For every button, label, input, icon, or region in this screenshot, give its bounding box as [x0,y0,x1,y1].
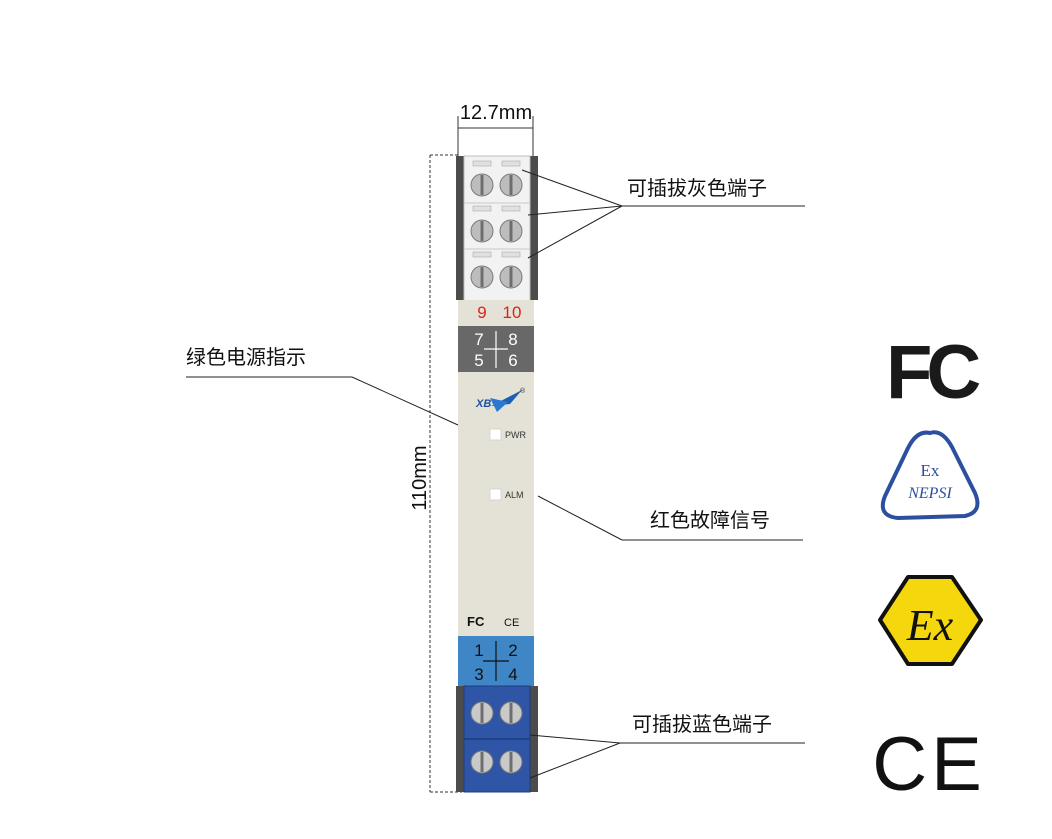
atex-logo: Ex [878,575,983,666]
alarm-led-label: ALM [505,490,524,500]
terminal-map-3: 3 [474,665,483,684]
nepsi-text: NEPSI [907,485,952,502]
registered-mark: ® [520,387,526,395]
callout-red-fault-label: 红色故障信号 [650,508,770,532]
nepsi-ex-text: Ex [921,461,940,480]
power-led-label: PWR [505,430,526,440]
height-dimension: 110mm [409,154,462,793]
nepsi-logo: Ex NEPSI [880,430,980,521]
callout-red-fault: 红色故障信号 [537,495,803,541]
terminal-map-6: 6 [508,351,517,370]
terminal-map-8: 8 [508,330,517,349]
callout-green-power: 绿色电源指示 [186,345,459,426]
xb-logo-text: XB [475,398,491,410]
gray-terminal-tabs [464,160,530,258]
fcc-logo-text: FC [886,330,979,415]
callout-gray-terminal-label: 可插拔灰色端子 [627,176,767,200]
terminal-map-7: 7 [474,330,483,349]
terminal-map-4: 4 [508,665,517,684]
alarm-led [489,488,502,501]
fcc-logo: FC [886,330,985,415]
din-module: 9 10 7 8 5 6 XB ® PWR ALM FC CE 1 2 3 4 [456,155,538,793]
terminal-map-5: 5 [474,351,483,370]
callout-blue-terminal: 可插拔蓝色端子 [529,712,805,779]
top-left-rail [456,156,466,300]
module-ce-mark: CE [504,617,519,629]
terminal-map-2: 2 [508,641,517,660]
top-right-rail [528,156,538,300]
power-led [489,428,502,441]
module-fc-mark: FC [467,614,485,629]
atex-ex-text: Ex [906,601,954,650]
ce-logo-text: CE [872,722,986,807]
callout-gray-terminal: 可插拔灰色端子 [521,169,805,259]
terminal-map-1: 1 [474,641,483,660]
bottom-left-rail [456,686,466,792]
terminal-number-9: 9 [477,303,486,322]
callout-blue-terminal-label: 可插拔蓝色端子 [632,712,772,736]
width-dimension: 12.7mm [457,102,534,156]
terminal-number-10: 10 [503,303,522,322]
gray-terminal-screws [470,173,523,289]
width-label: 12.7mm [460,102,532,124]
xb-logo: XB ® [475,387,526,412]
height-label: 110mm [409,445,431,510]
blue-terminal-screws [470,701,523,774]
bottom-right-rail [528,686,538,792]
ce-logo: CE [872,722,986,807]
callout-green-power-label: 绿色电源指示 [186,345,306,369]
